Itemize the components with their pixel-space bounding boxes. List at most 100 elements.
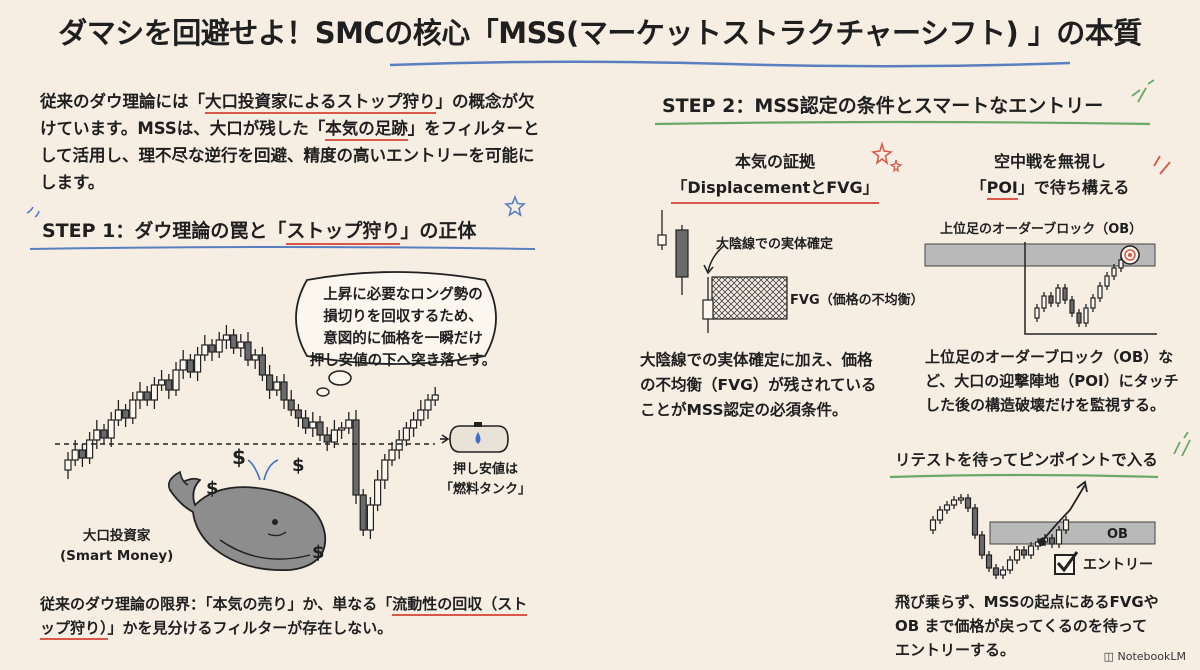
candlestick [208, 339, 216, 361]
whale-icon [167, 459, 327, 572]
intro-text-3: 」をフィルターとして活用し、理不尽な逆行を回避、精度の高いエントリーを可能にしま… [40, 119, 540, 192]
candlestick [150, 377, 159, 409]
candlestick [107, 412, 115, 447]
candlestick [374, 470, 382, 511]
poi-diagram [924, 242, 1157, 335]
candlestick [1069, 296, 1075, 317]
title-underline [389, 60, 1071, 68]
candlestick [1111, 264, 1117, 280]
candlestick [64, 452, 72, 479]
candlestick [222, 325, 230, 349]
order-block-zone [924, 243, 1156, 267]
candlestick [957, 494, 965, 504]
card2-description: 上位足のオーダーブロック（OB）な ど、大口の迎撃陣地（POI）にタッチ した後… [925, 348, 1179, 414]
star-icon [871, 141, 903, 173]
fuel-tank-icon [440, 422, 509, 453]
candlestick [1006, 556, 1014, 574]
candlestick [992, 564, 1000, 579]
intro-highlight-1: 大口投資家によるストップ狩り [205, 92, 436, 114]
candlestick [943, 501, 951, 514]
poi-highlight: POI [986, 178, 1018, 200]
candlestick [287, 390, 295, 416]
card1-description: 大陰線での実体確定に加え、価格 の不均衡（FVG）が残されている ことがMSS認… [640, 351, 877, 419]
page-title: ダマシを回避せよ！SMCの核心「MSS(マーケットストラクチャーシフト) 」の本… [58, 16, 1142, 50]
tank-label: 押し安値は 「燃料タンク」 [440, 462, 532, 497]
candlestick [323, 427, 331, 451]
candlestick [999, 566, 1007, 579]
candlestick [273, 376, 281, 396]
candlestick [424, 394, 432, 419]
candlestick [172, 362, 180, 396]
card3-description: 飛び乗らず、MSSの起点にあるFVGや OB まで価格が戻ってくるのを待って エ… [895, 593, 1159, 659]
sparkle-icon [1153, 155, 1171, 175]
candlestick [352, 410, 360, 504]
candlestick [657, 210, 667, 250]
candlestick [366, 497, 374, 539]
candlestick [1013, 546, 1021, 564]
card3-underline [889, 473, 1159, 479]
candlestick [978, 531, 986, 559]
candlestick [215, 332, 223, 358]
card2-heading: 空中戦を無視し 「POI」で待ち構える [945, 149, 1155, 201]
candlestick [316, 416, 324, 441]
candlestick [165, 374, 173, 399]
candlestick [345, 412, 353, 434]
intro-paragraph: 従来のダウ理論には「大口投資家によるストップ狩り」の概念が欠けています。MSSは… [40, 88, 540, 196]
candlestick [1048, 534, 1056, 548]
entry-point-marker [1038, 538, 1046, 546]
thought-bubble-text: 上昇に必要なロング勢の 損切りを回収するため、 意図的に価格を一瞬だけ 押し安値… [309, 287, 497, 369]
candlestick [971, 504, 979, 539]
candlestick [702, 277, 714, 333]
ob-zone [989, 521, 1156, 545]
candlestick [1034, 304, 1040, 322]
candlestick [93, 420, 101, 449]
candlestick [985, 551, 993, 572]
candlestick [675, 225, 689, 295]
candlestick [121, 404, 130, 427]
candlestick [114, 400, 123, 426]
step1-caption: 従来のダウ理論の限界：「本気の売り」か、単なる「流動性の回収（ストップ狩り）」か… [40, 592, 530, 640]
candlestick [1055, 526, 1063, 548]
candlestick [388, 442, 396, 466]
candlestick [186, 354, 195, 378]
dollar-sign-1: $ [232, 445, 246, 469]
brand-icon: ◫ [1103, 650, 1118, 663]
candlestick [1048, 292, 1054, 307]
candlestick [964, 494, 972, 512]
retest-diagram [929, 480, 1156, 579]
candlestick [1055, 284, 1061, 307]
candlestick [129, 392, 137, 424]
candlestick [431, 387, 439, 406]
candlestick [251, 349, 259, 369]
label-ob: OB [1107, 527, 1128, 542]
candlestick [1062, 284, 1068, 304]
candlestick [410, 412, 418, 437]
notebooklm-brand: ◫ NotebookLM [1103, 650, 1186, 663]
candlestick [237, 334, 245, 357]
candlestick [1020, 546, 1028, 559]
candlestick [86, 432, 94, 464]
step2-underline [654, 120, 1151, 126]
candlestick [1083, 304, 1089, 327]
candlestick [244, 332, 252, 366]
candlestick [194, 347, 202, 381]
sparkle-icon [1131, 79, 1155, 103]
candlestick [100, 424, 108, 444]
intro-text-2: 」の概念が欠けています。MSSは、大口が残した「 [40, 92, 535, 138]
candlestick [230, 329, 238, 354]
card1-heading: 本気の証拠 「DisplacementとFVG」 [670, 149, 880, 204]
candlestick [381, 454, 389, 489]
step1-prefix: STEP 1：ダウ理論の罠と「 [42, 220, 287, 242]
candlestick [338, 422, 346, 439]
step1-underline [29, 246, 536, 250]
checkbox-check-icon [1054, 551, 1079, 575]
whale-label: 大口投資家 (Smart Money) [60, 528, 174, 564]
dollar-sign-3: $ [292, 455, 305, 476]
step1-suffix: 」の正体 [400, 220, 477, 242]
dollar-sign-4: $ [312, 542, 325, 563]
candlestick [1041, 292, 1047, 312]
fvg-diagram [657, 210, 788, 333]
candlestick [359, 489, 367, 536]
candlestick [950, 496, 958, 509]
candlestick [179, 350, 187, 379]
